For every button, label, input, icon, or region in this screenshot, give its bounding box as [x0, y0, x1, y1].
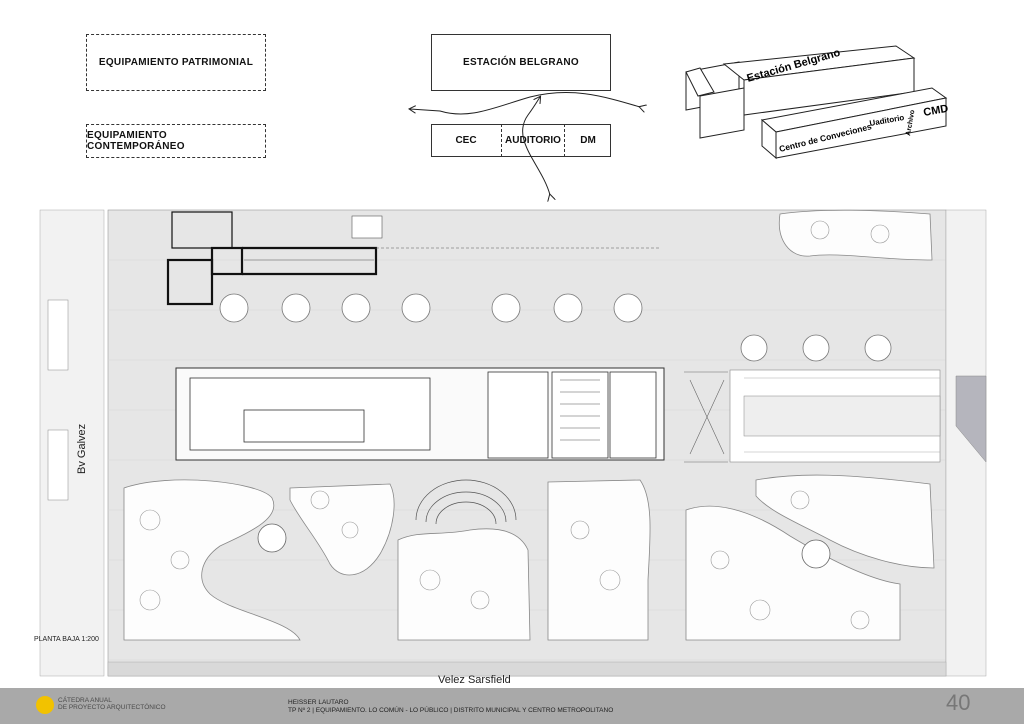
tree-row: [219, 293, 892, 362]
box-auditorio: AUDITORIO: [501, 124, 565, 157]
school-logo-icon: [36, 696, 54, 714]
flow-arrows: [400, 92, 650, 205]
axo-label-cmd: CMD: [922, 103, 949, 119]
school-name-line2: DE PROYECTO ARQUITECTÓNICO: [58, 704, 166, 711]
scale-label: PLANTA BAJA 1:200: [34, 636, 99, 643]
street-label-bottom: Velez Sarsfield: [438, 674, 511, 686]
box-label: CEC: [455, 135, 477, 146]
box-estacion-belgrano: ESTACIÓN BELGRANO: [431, 34, 611, 91]
axonometric-sketch: Estación Belgrano Centro de Conveciones …: [685, 45, 949, 160]
right-marker: [955, 375, 987, 463]
amphitheatre: [415, 479, 517, 525]
box-dm: DM: [565, 124, 611, 157]
box-label: EQUIPAMIENTO PATRIMONIAL: [98, 57, 254, 68]
box-label: AUDITORIO: [505, 135, 561, 146]
box-label: EQUIPAMIENTO CONTEMPORÁNEO: [87, 130, 185, 152]
anniversary-mark: 40: [946, 690, 971, 715]
box-label: DM: [580, 135, 596, 146]
project-title: TP Nº 2 | EQUIPAMIENTO. LO COMÚN - LO PÚ…: [288, 707, 614, 714]
box-label: ESTACIÓN BELGRANO: [462, 57, 580, 68]
box-equipamiento-contemporaneo: EQUIPAMIENTO CONTEMPORÁNEO: [86, 124, 266, 158]
axo-label-archivo: Archivo: [905, 109, 916, 136]
author-name: HEISSER LAUTARO: [288, 699, 349, 706]
street-label-left: Bv Galvez: [76, 423, 88, 474]
box-cec: CEC: [431, 124, 501, 157]
footer-bar: CÁTEDRA ANUAL DE PROYECTO ARQUITECTÓNICO…: [0, 688, 1024, 724]
school-name-line1: CÁTEDRA ANUAL: [58, 697, 112, 704]
box-program-strip: [431, 124, 611, 157]
heritage-building: [166, 211, 378, 306]
box-equipamiento-patrimonial: EQUIPAMIENTO PATRIMONIAL: [86, 34, 266, 91]
site-plan: [39, 209, 987, 677]
